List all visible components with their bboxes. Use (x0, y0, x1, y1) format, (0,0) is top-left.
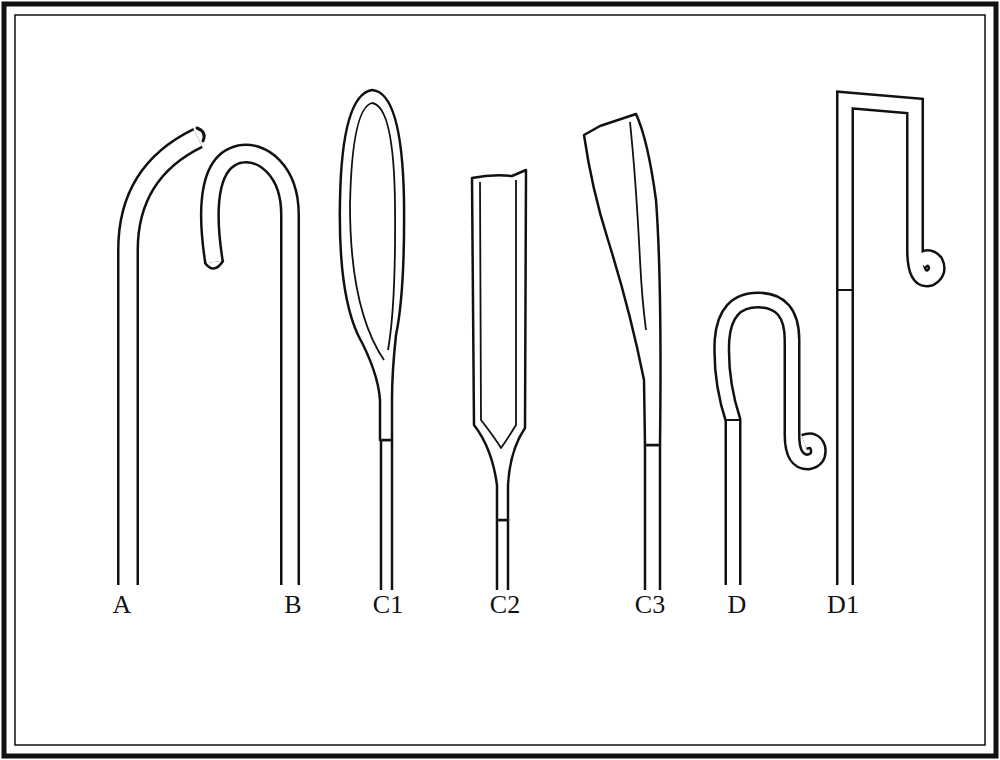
staff-c2 (472, 170, 526, 590)
inner-frame (15, 15, 985, 745)
staff-d (722, 300, 819, 590)
staff-letter: D1 (827, 592, 859, 618)
staff-letter: D (728, 592, 747, 618)
staff-letter: B (284, 592, 301, 618)
staff-b (205, 154, 290, 590)
staff-letter: A (113, 592, 132, 618)
staff-letter: C3 (635, 592, 665, 618)
staff-letter: C1 (373, 592, 403, 618)
staff-d1 (838, 100, 937, 590)
staff-letter: C2 (490, 592, 520, 618)
outer-frame (4, 4, 996, 756)
staff-c3 (584, 114, 661, 590)
staff-c1 (340, 90, 404, 590)
staff-a (128, 128, 204, 590)
